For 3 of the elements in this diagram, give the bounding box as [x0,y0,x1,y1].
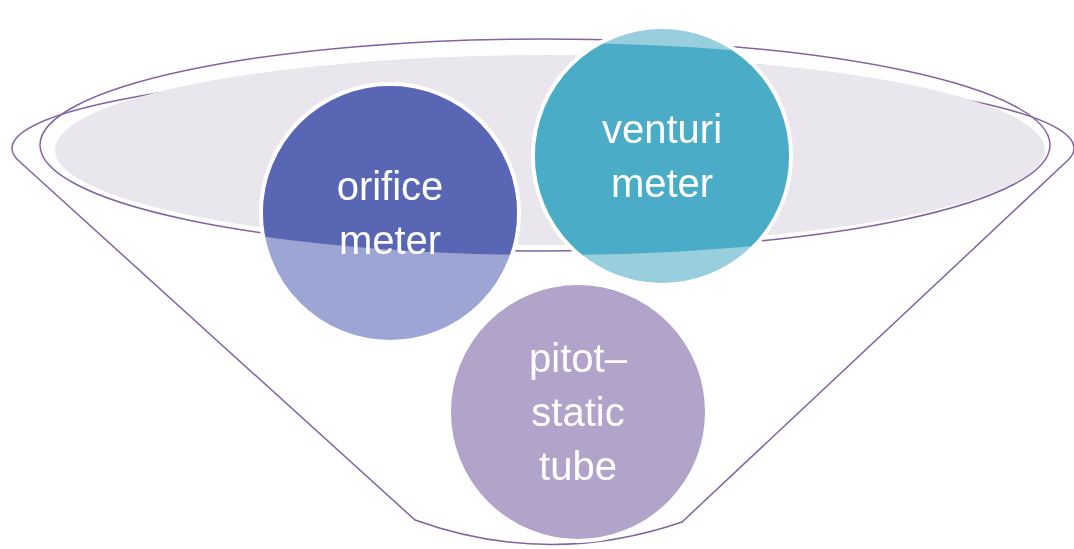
node-label: pitot– static tube [528,335,628,490]
node-label: orifice meter [335,163,445,264]
node-label: venturi meter [600,106,724,207]
